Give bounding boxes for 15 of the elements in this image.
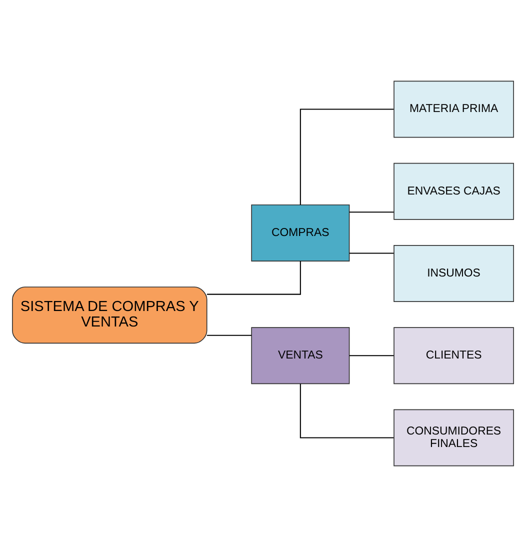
node-box: ENVASES CAJAS xyxy=(394,162,514,220)
node-box: COMPRAS xyxy=(251,204,350,261)
node-box: INSUMOS xyxy=(394,244,514,302)
node-box: VENTAS xyxy=(251,326,350,384)
connector xyxy=(300,383,394,438)
connector xyxy=(349,252,394,254)
node-box: SISTEMA DE COMPRAS Y VENTAS xyxy=(12,286,208,344)
connector xyxy=(207,334,252,336)
node-box: CONSUMIDORES FINALES xyxy=(394,408,514,466)
connector xyxy=(349,354,394,356)
connector xyxy=(207,260,301,294)
connector xyxy=(349,211,394,212)
connector xyxy=(300,108,394,204)
node-box: CLIENTES xyxy=(394,326,514,384)
node-box: MATERIA PRIMA xyxy=(394,80,514,138)
